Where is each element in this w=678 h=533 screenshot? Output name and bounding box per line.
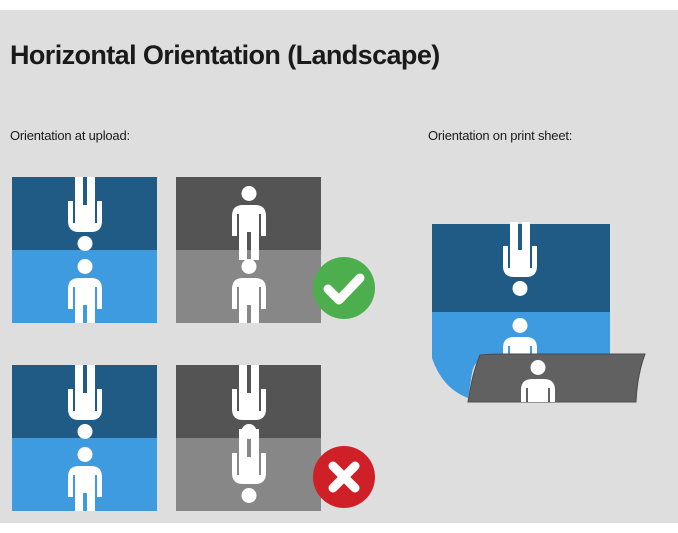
example-1-uploaded-tile [176, 177, 321, 323]
x-mark-icon [313, 446, 375, 508]
print-orientation-label: Orientation on print sheet: [428, 128, 573, 143]
example-2-reference-tile [12, 365, 157, 511]
page-title: Horizontal Orientation (Landscape) [10, 40, 440, 70]
checkmark-icon [313, 257, 375, 319]
curled-print-sheet-icon [424, 208, 654, 413]
upload-orientation-label: Orientation at upload: [10, 128, 130, 143]
diagram-panel: Horizontal Orientation (Landscape) Orien… [0, 10, 678, 523]
example-2-uploaded-tile [176, 365, 321, 511]
example-1-reference-tile [12, 177, 157, 323]
